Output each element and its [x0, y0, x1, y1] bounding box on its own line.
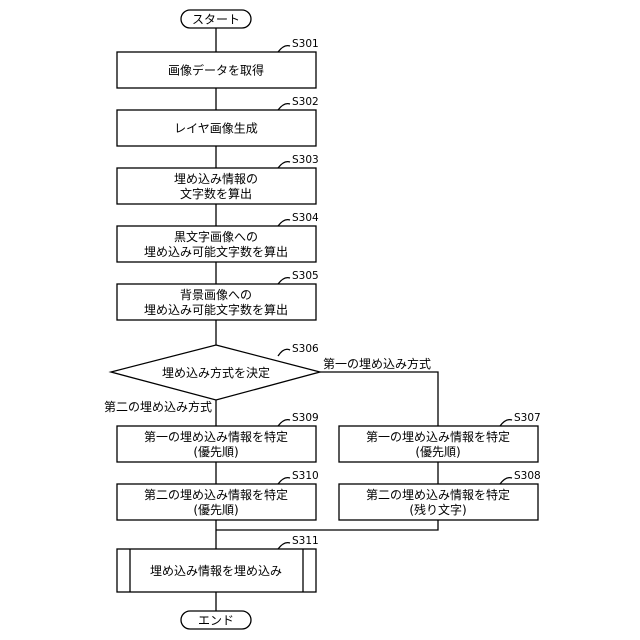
step-s301-text: 画像データを取得: [168, 63, 264, 78]
step-s309-text-2: (優先順): [193, 445, 238, 459]
step-s310-text-1: 第二の埋め込み情報を特定: [144, 487, 288, 502]
step-s303-text-2: 文字数を算出: [180, 186, 252, 201]
step-s303-id: S303: [292, 154, 319, 166]
step-s309-text-1: 第一の埋め込み情報を特定: [144, 429, 288, 444]
step-s308: 第二の埋め込み情報を特定 (残り文字) S308: [339, 470, 541, 520]
step-s304-id: S304: [292, 212, 319, 224]
step-s305: 背景画像への 埋め込み可能文字数を算出 S305: [117, 270, 319, 320]
step-s302-id: S302: [292, 96, 319, 108]
step-s303: 埋め込み情報の 文字数を算出 S303: [117, 154, 319, 204]
step-s309: 第一の埋め込み情報を特定 (優先順) S309: [117, 412, 319, 462]
step-s311-id: S311: [292, 535, 319, 547]
step-s301: 画像データを取得 S301: [117, 38, 319, 88]
branch-label-second-method: 第二の埋め込み方式: [104, 399, 212, 414]
step-s310: 第二の埋め込み情報を特定 (優先順) S310: [117, 470, 319, 520]
step-s307: 第一の埋め込み情報を特定 (優先順) S307: [339, 412, 541, 462]
step-s311: 埋め込み情報を埋め込み S311: [117, 535, 319, 592]
step-s307-text-2: (優先順): [415, 445, 460, 459]
step-s304: 黒文字画像への 埋め込み可能文字数を算出 S304: [117, 212, 319, 262]
step-s310-text-2: (優先順): [193, 503, 238, 517]
step-s309-id: S309: [292, 412, 319, 424]
end-terminal: エンド: [181, 611, 251, 629]
step-s310-id: S310: [292, 470, 319, 482]
step-s305-text-1: 背景画像への: [180, 288, 252, 302]
step-s308-id: S308: [514, 470, 541, 482]
step-s304-text-2: 埋め込み可能文字数を算出: [144, 244, 288, 259]
step-s304-text-1: 黒文字画像への: [174, 229, 258, 244]
end-label: エンド: [198, 614, 234, 628]
start-label: スタート: [192, 13, 240, 27]
step-s302: レイヤ画像生成 S302: [117, 96, 319, 146]
step-s307-id: S307: [514, 412, 541, 424]
step-s305-id: S305: [292, 270, 319, 282]
step-s301-id: S301: [292, 38, 319, 50]
step-s311-text: 埋め込み情報を埋め込み: [150, 564, 282, 578]
step-s302-text: レイヤ画像生成: [174, 122, 258, 136]
step-s307-text-1: 第一の埋め込み情報を特定: [366, 429, 510, 444]
step-s305-text-2: 埋め込み可能文字数を算出: [144, 302, 288, 317]
decision-s306-text: 埋め込み方式を決定: [162, 365, 270, 380]
step-s303-text-1: 埋め込み情報の: [174, 172, 258, 186]
decision-s306: 埋め込み方式を決定 S306: [111, 343, 320, 400]
branch-label-first-method: 第一の埋め込み方式: [323, 356, 431, 371]
step-s308-text-1: 第二の埋め込み情報を特定: [366, 487, 510, 502]
decision-s306-id: S306: [292, 343, 319, 355]
start-terminal: スタート: [181, 10, 251, 28]
step-s308-text-2: (残り文字): [409, 502, 466, 517]
